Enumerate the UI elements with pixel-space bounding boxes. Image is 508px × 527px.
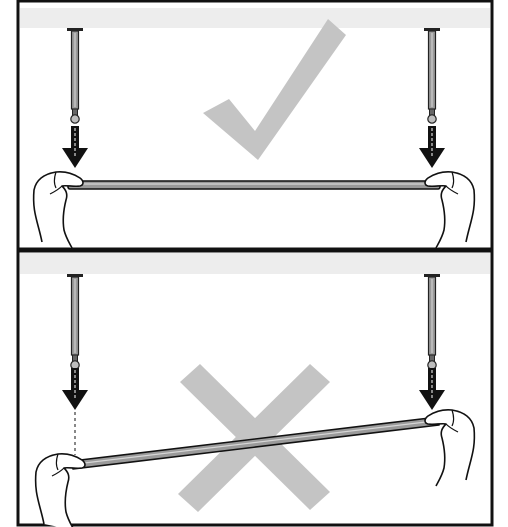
ceiling-band	[20, 8, 490, 28]
panel-incorrect	[16, 249, 494, 527]
panel-frame	[16, 0, 494, 251]
ceiling-band	[20, 253, 490, 274]
checkmark-icon	[203, 19, 346, 160]
panel-correct	[16, 0, 494, 251]
cross-icon	[178, 364, 330, 512]
rod-level	[67, 180, 441, 190]
panel-frame	[16, 249, 494, 527]
